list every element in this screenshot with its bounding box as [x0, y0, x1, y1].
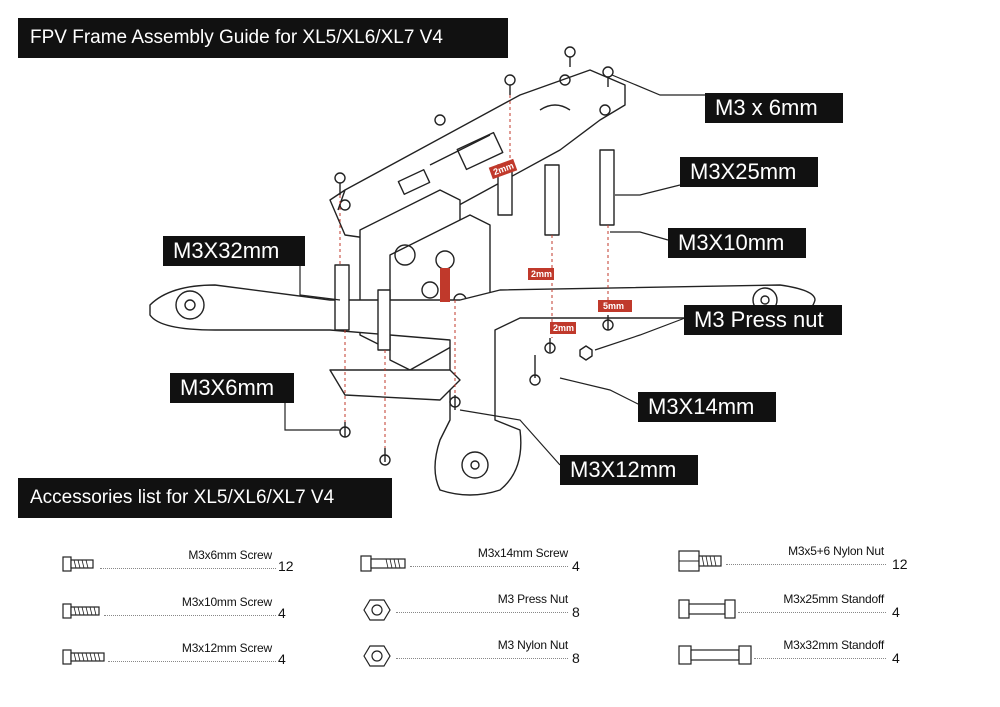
nylon-nut-icon — [363, 645, 391, 667]
press-nut-icon — [363, 599, 391, 621]
accessory-qty: 4 — [278, 605, 286, 621]
list-item: M3 Nylon Nut 8 — [358, 638, 598, 670]
spacer-tag-d: 5mm — [603, 301, 624, 311]
callout-m3x6-bottom: M3X6mm — [170, 373, 294, 403]
nylon-standoff-icon — [678, 550, 722, 572]
accessory-name: M3x5+6 Nylon Nut — [788, 544, 884, 558]
standoff-32-icon — [678, 645, 752, 665]
leader-lines — [284, 74, 705, 466]
long-screw-icon — [62, 649, 105, 665]
list-item: M3x6mm Screw 12 — [60, 548, 300, 580]
list-item: M3x10mm Screw 4 — [60, 595, 300, 627]
accessory-name: M3x6mm Screw — [188, 548, 272, 562]
accessory-qty: 4 — [892, 604, 900, 620]
spacer-tag-c: 2mm — [553, 323, 574, 333]
accessory-name: M3x14mm Screw — [477, 546, 568, 560]
list-item: M3x14mm Screw 4 — [358, 546, 598, 578]
accessory-qty: 4 — [572, 558, 580, 574]
accessories-title: Accessories list for XL5/XL6/XL7 V4 — [18, 478, 392, 518]
spacer-tag-b: 2mm — [531, 269, 552, 279]
accessory-name: M3x25mm Standoff — [783, 592, 884, 606]
screws — [334, 46, 614, 466]
accessory-qty: 12 — [892, 556, 908, 572]
list-item: M3x5+6 Nylon Nut 12 — [676, 544, 916, 576]
accessory-name: M3 Press Nut — [497, 592, 568, 606]
top-plate — [329, 69, 626, 241]
accessory-name: M3x10mm Screw — [181, 595, 272, 609]
longest-screw-icon — [360, 555, 406, 572]
list-item: M3x25mm Standoff 4 — [676, 592, 916, 624]
standoffs — [334, 149, 615, 351]
bottom-frame — [149, 284, 816, 496]
page-title: FPV Frame Assembly Guide for XL5/XL6/XL7… — [18, 18, 508, 58]
callout-m3x6-top: M3 x 6mm — [705, 93, 843, 123]
callout-m3x10: M3X10mm — [668, 228, 806, 258]
accessory-name: M3x12mm Screw — [181, 641, 272, 655]
list-item: M3x32mm Standoff 4 — [676, 638, 916, 670]
standoff-25-icon — [678, 599, 736, 619]
accessory-qty: 12 — [278, 558, 294, 574]
short-screw-icon — [62, 556, 94, 572]
accessory-qty: 8 — [572, 604, 580, 620]
medium-screw-icon — [62, 603, 100, 619]
callout-m3x25: M3X25mm — [680, 157, 818, 187]
callout-m3x14: M3X14mm — [638, 392, 776, 422]
accessory-qty: 4 — [278, 651, 286, 667]
callout-m3x32: M3X32mm — [163, 236, 305, 266]
accessory-qty: 4 — [892, 650, 900, 666]
list-item: M3x12mm Screw 4 — [60, 641, 300, 673]
callout-press-nut: M3 Press nut — [684, 305, 842, 335]
accessory-name: M3 Nylon Nut — [497, 638, 568, 652]
accessory-qty: 8 — [572, 650, 580, 666]
accessory-name: M3x32mm Standoff — [783, 638, 884, 652]
spacer-tags: 2mm 2mm 2mm 5mm — [440, 158, 632, 334]
list-item: M3 Press Nut 8 — [358, 592, 598, 624]
callout-m3x12: M3X12mm — [560, 455, 698, 485]
